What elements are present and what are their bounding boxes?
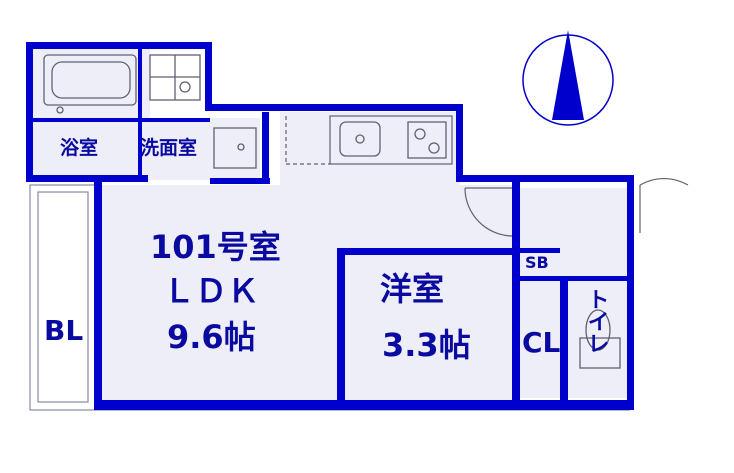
room-number-label: 101号室 <box>150 228 281 266</box>
outer-door <box>639 178 689 233</box>
wash-basin-icon <box>213 127 257 169</box>
balcony-label: BL <box>44 314 83 347</box>
ldk-size-label: 9.6帖 <box>167 318 256 356</box>
toilet-label: トイレ <box>584 288 609 354</box>
western-room-label: 洋室 <box>380 270 444 308</box>
closet-label: CL <box>522 326 561 359</box>
stove-icon <box>407 121 447 159</box>
shoe-box-label: SB <box>525 253 549 272</box>
western-room-walls <box>337 248 520 408</box>
toilet-icon <box>579 309 621 369</box>
washroom-label: 洗面室 <box>140 136 197 159</box>
kitchen-counter <box>285 115 453 165</box>
bath-partitions <box>33 49 210 176</box>
sink-icon <box>339 121 381 157</box>
ldk-label: ＬＤＫ <box>163 272 259 310</box>
north-arrow-icon <box>522 30 614 126</box>
entrance-door <box>464 187 513 237</box>
bath-label: 浴室 <box>60 136 98 159</box>
washing-machine-pan-icon <box>149 54 201 101</box>
western-room-size-label: 3.3帖 <box>382 326 471 364</box>
bathtub-icon <box>43 54 137 114</box>
